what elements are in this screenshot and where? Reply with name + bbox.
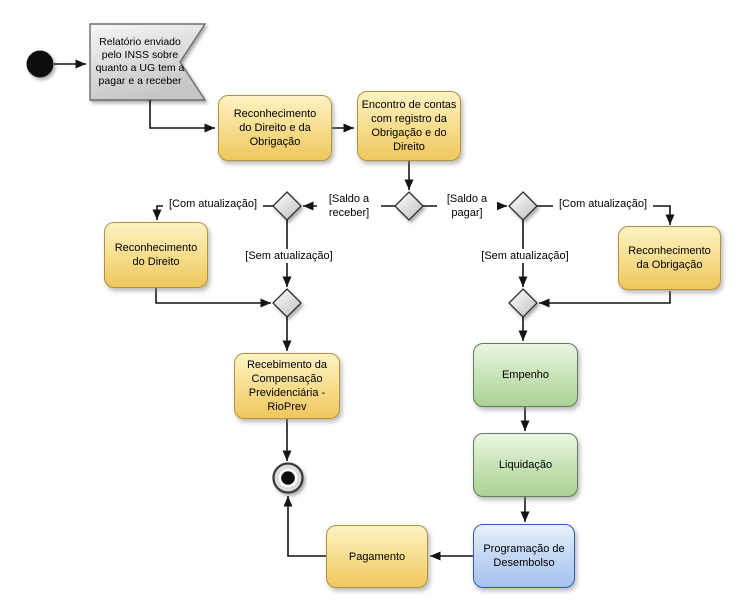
decision-saldo-diamond[interactable] [394,191,424,221]
edge-recon-obrigacao-to-merge [539,291,671,308]
edge-label-saldo-receber: [Saldo a receber] [317,192,381,220]
task-empenho[interactable]: Empenho [473,343,578,407]
edge-label-sem-atualizacao-direita: [Sem atualização] [475,249,575,263]
decision-atualizacao-esquerda-diamond[interactable] [272,191,302,221]
receive-signal-label: Relatório enviado pelo INSS sobre quanto… [95,36,185,87]
edge-pagamento-to-end [283,496,326,557]
merge-esquerda-diamond[interactable] [272,288,302,318]
edge-label-sem-atualizacao-esquerda: [Sem atualização] [239,249,339,263]
receive-signal-shape[interactable] [89,23,207,101]
edge-recon-direito-to-merge [155,288,271,308]
merge-direita-diamond[interactable] [508,288,538,318]
start-node[interactable] [26,50,54,78]
task-pagamento[interactable]: Pagamento [326,525,428,588]
task-reconhecimento-direito-obrigacao[interactable]: Reconhecimento do Direito e da Obrigação [218,95,332,161]
edge-label-com-atualizacao-direita: [Com atualização] [553,197,653,211]
end-node[interactable] [272,462,304,494]
task-liquidacao[interactable]: Liquidação [473,433,578,497]
edge-label-saldo-pagar: [Saldo a pagar] [437,192,497,220]
end-node-dot [281,471,295,485]
edge-report-to-reconhecimento [149,100,215,133]
task-programacao-desembolso[interactable]: Programação de Desembolso [473,524,575,588]
task-recebimento-compensacao-rioprev[interactable]: Recebimento da Compensação Previdenciári… [234,353,340,419]
edge-label-com-atualizacao-esquerda: [Com atualização] [163,197,263,211]
task-encontro-de-contas[interactable]: Encontro de contas com registro da Obrig… [357,91,461,161]
task-reconhecimento-obrigacao[interactable]: Reconhecimento da Obrigação [618,226,721,290]
decision-atualizacao-direita-diamond[interactable] [508,191,538,221]
task-reconhecimento-direito[interactable]: Reconhecimento do Direito [104,222,208,288]
